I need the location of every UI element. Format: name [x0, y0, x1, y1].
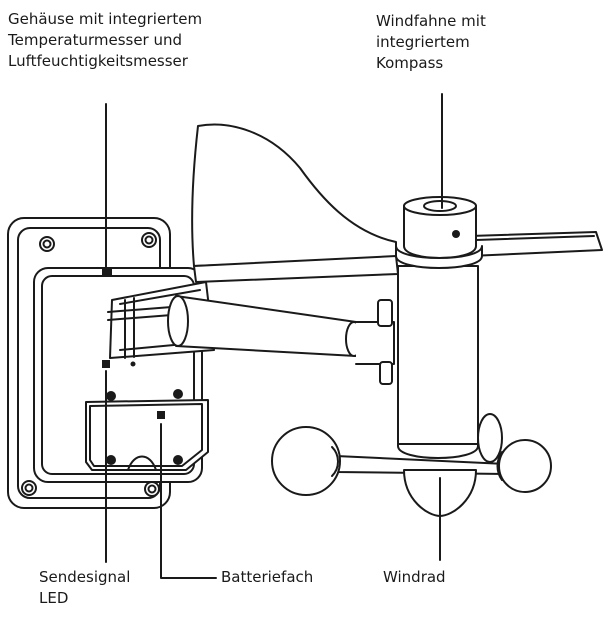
led-indicator	[102, 360, 110, 368]
wind-vane	[191, 123, 603, 283]
support-arm	[167, 295, 395, 385]
label-led: Sendesignal LED	[39, 568, 131, 607]
label-housing: Gehäuse mit integriertem Temperaturmesse…	[8, 10, 203, 70]
label-anemometer: Windrad	[383, 568, 446, 586]
vane-column	[395, 196, 483, 459]
leader-lines	[105, 93, 443, 579]
label-wind-vane: Windfahne mit integriertem Kompass	[376, 12, 486, 72]
label-battery: Batteriefach	[221, 568, 314, 586]
battery-compartment	[85, 389, 209, 471]
